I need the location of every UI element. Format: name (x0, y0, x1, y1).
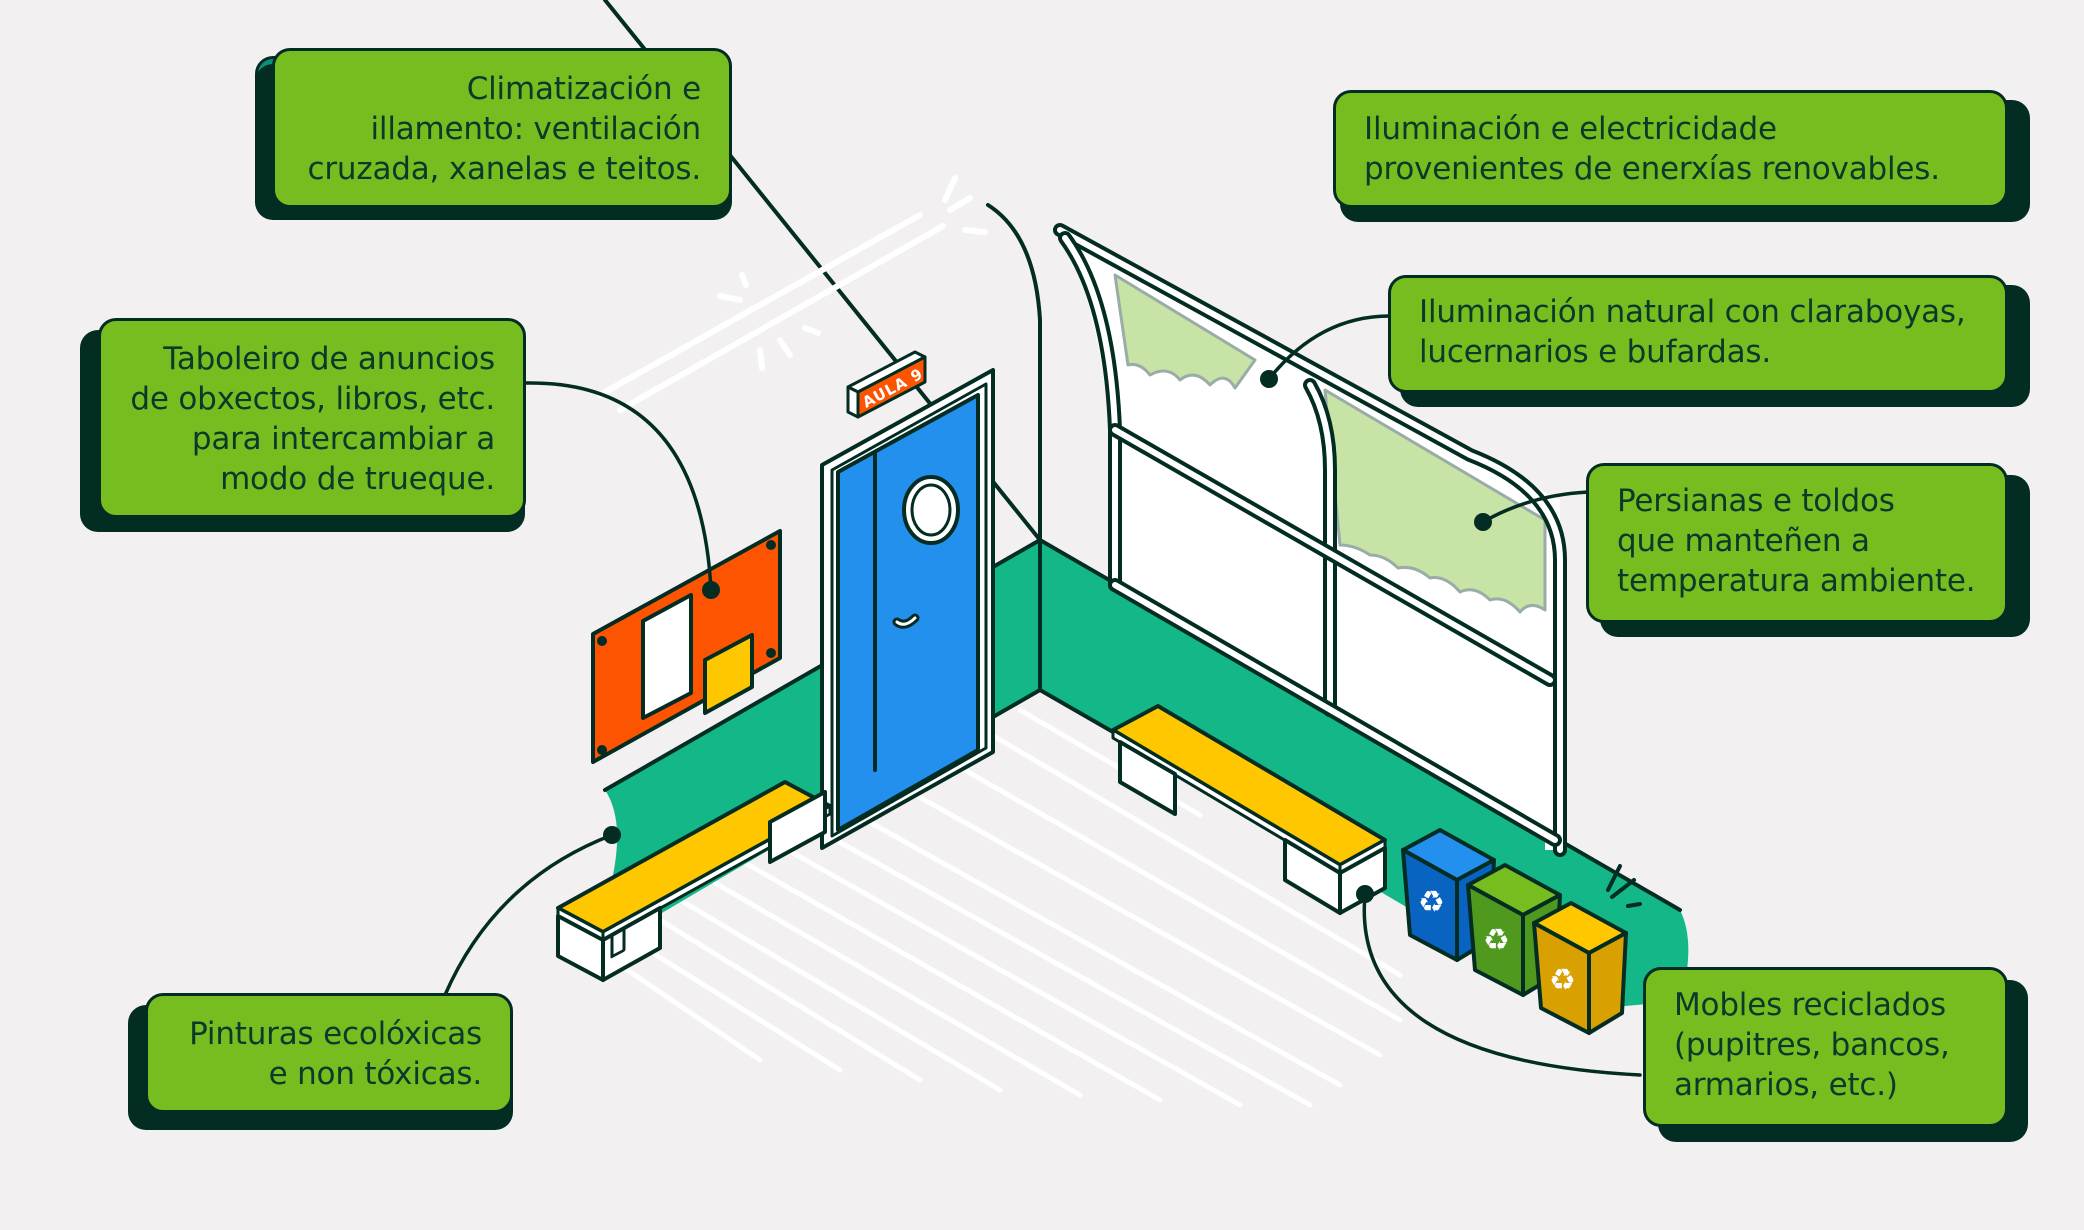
callout-pinturas: Pinturas ecolóxicas e non tóxicas. (145, 993, 513, 1113)
floor-stripes (617, 707, 1403, 1108)
callout-line: armarios, etc.) (1674, 1067, 1898, 1103)
classroom-sign: AULA 9 (846, 350, 927, 419)
callout-climatizacion: Climatización e illamento: ventilación c… (272, 48, 732, 208)
callout-taboleiro: Taboleiro de anuncios de obxectos, libro… (98, 318, 526, 518)
callout-line: para intercambiar a (191, 421, 495, 457)
notice-board (591, 529, 782, 764)
recycle-icon: ♻ (1483, 923, 1510, 958)
callout-line: Iluminación natural con claraboyas, (1419, 294, 1966, 330)
recycling-bins: ♻ ♻ ♻ (1401, 828, 1642, 1035)
callout-line: e non tóxicas. (268, 1056, 483, 1092)
bin-blue: ♻ (1401, 828, 1496, 962)
window (1053, 223, 1567, 857)
callout-line: Taboleiro de anuncios (163, 341, 495, 377)
bench-left (556, 780, 832, 982)
callout-line: (pupitres, bancos, (1674, 1027, 1950, 1063)
callout-line: illamento: ventilación (370, 111, 702, 147)
connector-lines (443, 314, 1642, 1077)
callout-iluminacion-natural: Iluminación natural con claraboyas, luce… (1388, 275, 2008, 393)
callout-line: de obxectos, libros, etc. (130, 381, 495, 417)
bench-right (1111, 704, 1387, 915)
recycle-icon: ♻ (1418, 885, 1445, 920)
callout-persianas: Persianas e toldos que manteñen a temper… (1586, 463, 2008, 623)
callout-line: provenientes de enerxías renovables. (1364, 151, 1940, 187)
callout-line: Mobles reciclados (1674, 987, 1946, 1023)
callout-mobles: Mobles reciclados (pupitres, bancos, arm… (1643, 967, 2008, 1127)
callout-line: Persianas e toldos (1617, 483, 1895, 519)
callout-line: que manteñen a (1617, 523, 1870, 559)
callout-line: temperatura ambiente. (1617, 563, 1976, 599)
callout-line: Climatización e (466, 71, 702, 107)
callout-line: cruzada, xanelas e teitos. (307, 151, 702, 187)
recycle-icon: ♻ (1549, 963, 1576, 998)
callout-line: Pinturas ecolóxicas (189, 1016, 482, 1052)
wall-corner-line (986, 203, 1042, 692)
light-rays (597, 175, 988, 413)
callout-line: modo de trueque. (220, 461, 495, 497)
callout-line: Iluminación e electricidade (1364, 111, 1777, 147)
bin-yellow: ♻ (1532, 901, 1628, 1035)
callout-iluminacion-electricidade: Iluminación e electricidade provenientes… (1333, 90, 2008, 208)
callout-line: lucernarios e bufardas. (1419, 334, 1771, 370)
door (820, 368, 995, 850)
